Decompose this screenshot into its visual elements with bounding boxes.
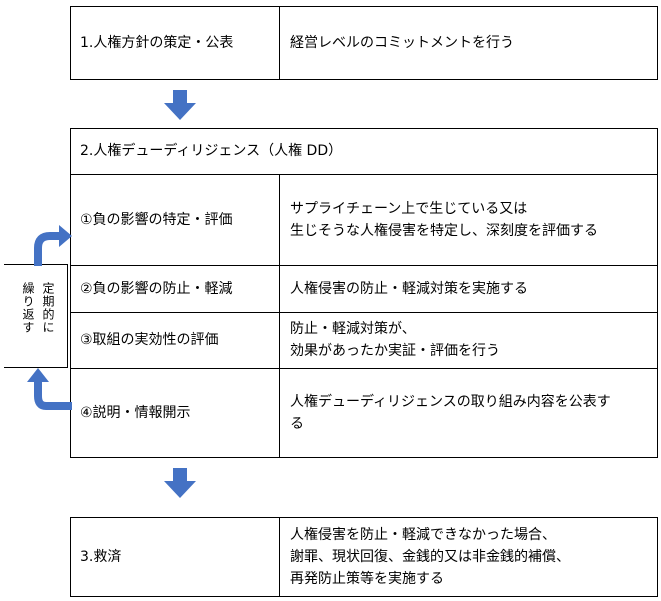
step2-title: 2.人権デューディリジェンス（人権 DD） [80,128,640,174]
step1-box [70,6,658,80]
dd-step-3-desc-line1: 防止・軽減対策が、 [290,321,416,337]
step3-box [70,517,658,597]
step3-title-text: 3.救済 [80,549,122,565]
dd-step-2-label-text: ②負の影響の防止・軽減 [80,280,233,297]
dd-step-3-label-text: ③取組の実効性の評価 [80,332,219,348]
dd-step-3-desc-line2: 効果があったか実証・評価を行う [290,343,500,359]
dd-step-4-label: ④説明・情報開示 [80,368,275,458]
step2-title-text: 2.人権デューディリジェンス（人権 DD） [80,143,343,159]
dd-step-1-description: サプライチェーン上で生じている又は 生じそうな人権侵害を特定し、深刻度を評価する [290,174,652,265]
step2-row-divider-1 [70,265,658,266]
repeat-cycle-label [4,264,68,368]
step3-desc-line2: 謝罪、現状回復、金銭的又は非金銭的補償、 [290,549,570,565]
step1-title: 1.人権方針の策定・公表 [80,6,275,80]
repeat-cycle-text-col1: 定期的に [41,282,55,334]
dd-step-2-description: 人権侵害の防止・軽減対策を実施する [290,265,652,312]
dd-step-4-desc-line2: る [290,416,304,432]
dd-step-2-desc-line1: 人権侵害の防止・軽減対策を実施する [290,280,528,297]
dd-step-3-description: 防止・軽減対策が、 効果があったか実証・評価を行う [290,312,652,368]
step3-title: 3.救済 [80,517,275,597]
step3-description: 人権侵害を防止・軽減できなかった場合、 謝罪、現状回復、金銭的又は非金銭的補償、… [290,517,652,597]
dd-step-1-label-text: ①負の影響の特定・評価 [80,211,233,228]
repeat-cycle-text-col2: 繰り返す [21,282,35,334]
step3-desc-line3: 再発防止策等を実施する [290,571,444,587]
dd-step-4-desc-line1: 人権デューディリジェンスの取り組み内容を公表す [290,394,611,410]
dd-step-4-description: 人権デューディリジェンスの取り組み内容を公表す る [290,368,652,458]
step3-desc-line1: 人権侵害を防止・軽減できなかった場合、 [290,527,556,543]
step1-title-text: 1.人権方針の策定・公表 [80,35,234,51]
dd-step-4-label-text: ④説明・情報開示 [80,405,191,421]
step3-divider [279,517,280,597]
down-arrow-icon [164,468,196,498]
step2-box [70,128,658,458]
down-arrow-icon [164,90,196,120]
loop-arrow-return-icon [27,368,72,410]
dd-step-2-label: ②負の影響の防止・軽減 [80,265,275,312]
dd-step-1-label: ①負の影響の特定・評価 [80,174,275,265]
step2-column-divider [279,174,280,458]
step1-description-text: 経営レベルのコミットメントを行う [290,35,514,51]
dd-step-1-desc-line1: サプライチェーン上で生じている又は [290,200,528,217]
loop-arrow-up-icon [34,225,72,266]
step1-divider [279,6,280,80]
step2-title-divider [70,174,658,175]
dd-step-3-label: ③取組の実効性の評価 [80,312,275,368]
step2-row-divider-3 [70,368,658,369]
step1-description: 経営レベルのコミットメントを行う [290,6,650,80]
step2-row-divider-2 [70,312,658,313]
dd-step-1-desc-line2: 生じそうな人権侵害を特定し、深刻度を評価する [290,222,598,239]
